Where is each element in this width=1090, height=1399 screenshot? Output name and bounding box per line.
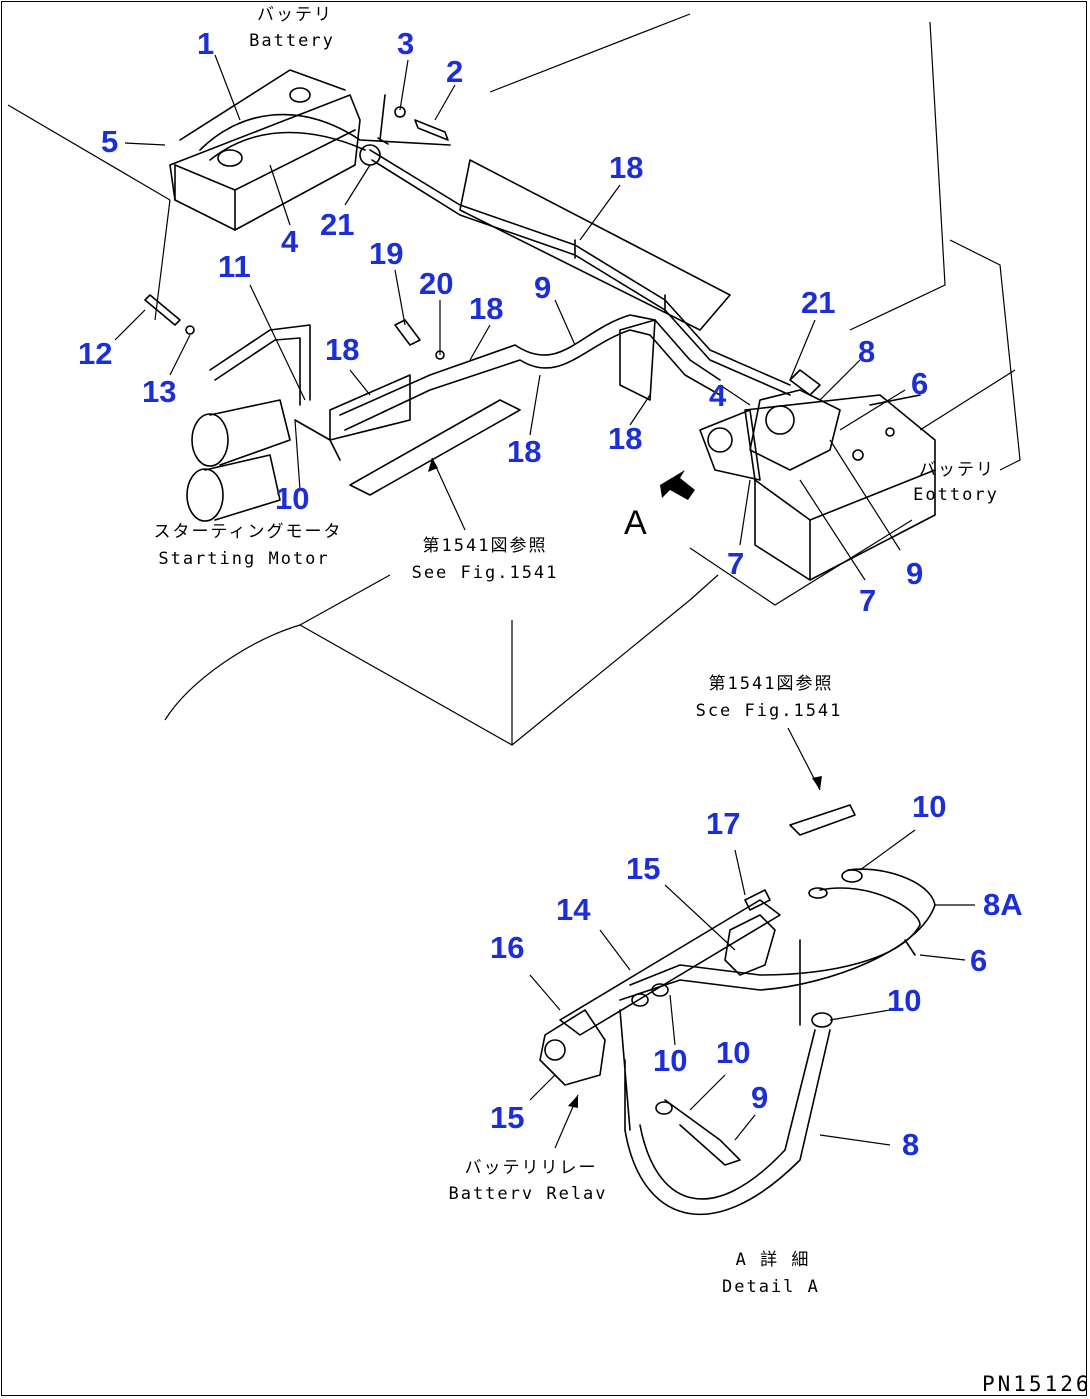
callout-7-left: 7: [727, 546, 745, 581]
battery-right-caption-jp: バッテリ: [919, 460, 995, 480]
callout-21-left: 21: [320, 207, 355, 242]
view-arrow-icon: [660, 470, 695, 500]
callout-2: 2: [446, 54, 464, 89]
callout-4-top: 4: [281, 224, 299, 259]
callout-18-top: 18: [609, 150, 644, 185]
starting-motor-caption-en: Starting Motor: [158, 549, 330, 569]
battery-right-caption-en: Eottory: [913, 485, 999, 505]
machine-outline: [7, 13, 1021, 746]
callout-5: 5: [101, 124, 119, 159]
battery-caption-en: Battery: [249, 31, 335, 51]
reference-arrows: [428, 457, 822, 1149]
see-fig2-caption-en: Sce Fig.1541: [695, 701, 843, 721]
callout-3: 3: [397, 26, 415, 61]
callout-14: 14: [556, 892, 591, 927]
starting-motor-caption-jp: スターティングモータ: [153, 522, 343, 542]
callout-18-bottom: 18: [507, 434, 542, 469]
detail-a-caption-en: Detail A: [722, 1277, 820, 1297]
see-fig-caption-en: See Fig.1541: [411, 563, 559, 583]
callout-16: 16: [490, 930, 525, 965]
callout-1: 1: [197, 26, 215, 61]
callout-12: 12: [78, 336, 113, 371]
callout-8-top: 8: [858, 334, 876, 369]
battery-caption-jp: バッテリ: [257, 5, 333, 25]
battery-right: [699, 369, 936, 581]
callout-21-right: 21: [801, 285, 836, 320]
callout-6-detail: 6: [970, 943, 988, 978]
starting-motor: [186, 399, 341, 522]
battery-relay-caption-en: Batterv Relav: [448, 1184, 608, 1204]
main-cables: [144, 149, 791, 496]
callout-20: 20: [419, 266, 454, 301]
callout-10-top: 10: [275, 481, 310, 516]
callout-18-left: 18: [325, 332, 360, 367]
callout-10-detail-low: 10: [716, 1035, 751, 1070]
callout-13: 13: [142, 374, 177, 409]
battery-relay-caption-jp: バッテリリレー: [464, 1158, 598, 1178]
view-marker: A: [624, 504, 647, 542]
callout-10-detail-mid: 10: [653, 1043, 688, 1078]
callout-11: 11: [218, 249, 251, 284]
figure-code: PN15126: [982, 1372, 1090, 1396]
callout-8-detail: 8: [902, 1127, 920, 1162]
detail-a-caption-jp: A 詳 細: [735, 1250, 811, 1270]
callout-17: 17: [706, 806, 741, 841]
callout-leaders: [114, 54, 975, 1146]
callout-19: 19: [369, 236, 404, 271]
see-fig2-caption-jp: 第1541図参照: [708, 674, 834, 694]
detail-a: [539, 804, 936, 1215]
callout-6-top: 6: [911, 366, 929, 401]
callout-15-top: 15: [626, 851, 661, 886]
battery-left: [169, 69, 451, 231]
callout-9-detail: 9: [751, 1080, 769, 1115]
callout-9-top: 9: [534, 270, 552, 305]
callout-18-right: 18: [608, 421, 643, 456]
callout-8a: 8A: [983, 887, 1023, 922]
callout-9-right: 9: [906, 556, 924, 591]
callout-18-mid: 18: [469, 291, 504, 326]
callout-7-right: 7: [859, 583, 877, 618]
callout-10-detail-right: 10: [887, 983, 922, 1018]
callout-10-detail-top: 10: [912, 789, 947, 824]
callout-15-bottom: 15: [490, 1100, 525, 1135]
callout-4-right: 4: [709, 378, 727, 413]
see-fig-caption-jp: 第1541図参照: [422, 536, 548, 556]
